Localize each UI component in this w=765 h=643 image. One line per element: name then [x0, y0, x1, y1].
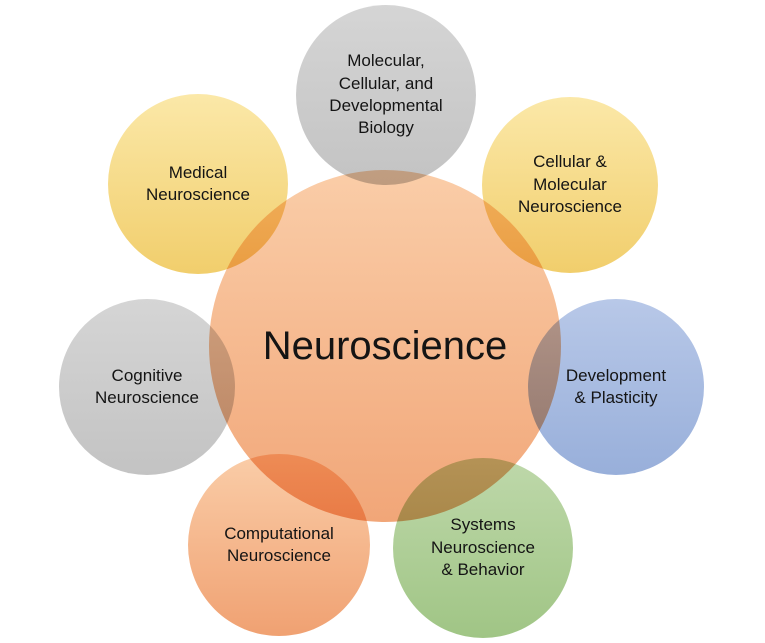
cellular-molecular-neuroscience-label: Cellular & Molecular Neuroscience [518, 152, 622, 217]
systems-neuroscience-behavior-label: Systems Neuroscience & Behavior [431, 515, 535, 580]
molecular-cellular-developmental-biology-label: Molecular, Cellular, and Developmental B… [329, 51, 443, 138]
center-label: Neuroscience [262, 324, 508, 368]
circle-development-plasticity: Development & Plasticity [528, 299, 704, 475]
circle-molecular-cellular-developmental-biology: Molecular, Cellular, and Developmental B… [296, 5, 476, 185]
circle-cellular-molecular-neuroscience: Cellular & Molecular Neuroscience [482, 97, 658, 273]
development-plasticity-label: Development & Plasticity [565, 365, 667, 407]
medical-neuroscience-label: Medical Neuroscience [146, 162, 250, 204]
circle-systems-neuroscience-behavior: Systems Neuroscience & Behavior [393, 458, 573, 638]
circle-medical-neuroscience: Medical Neuroscience [108, 94, 288, 274]
circle-cognitive-neuroscience: Cognitive Neuroscience [59, 299, 235, 475]
computational-neuroscience-label: Computational Neuroscience [224, 523, 334, 565]
cognitive-neuroscience-label: Cognitive Neuroscience [95, 365, 199, 407]
circle-computational-neuroscience: Computational Neuroscience [188, 454, 370, 636]
